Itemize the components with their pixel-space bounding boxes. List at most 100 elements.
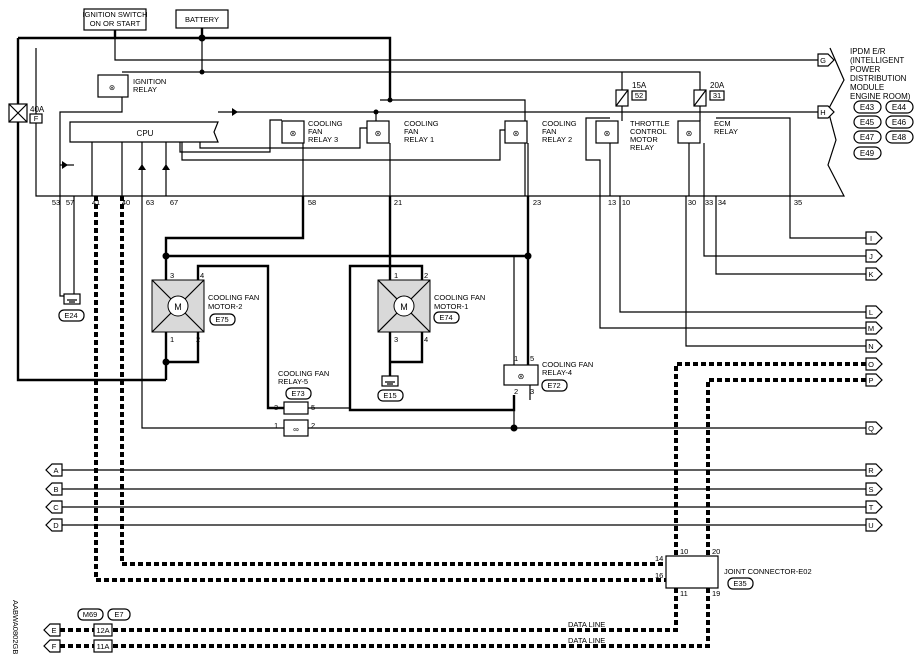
svg-text:L: L: [869, 308, 873, 317]
e15-label: E15: [383, 391, 396, 400]
svg-text:3: 3: [530, 387, 534, 396]
svg-text:16: 16: [655, 571, 663, 580]
svg-text:C: C: [53, 503, 59, 512]
e24-label: E24: [64, 311, 77, 320]
fuse-40a: 40A F: [8, 103, 45, 124]
joint-label: JOINT CONNECTOR-E02: [724, 567, 812, 576]
arrow-p: P: [865, 373, 883, 387]
ipdm-boundary: [35, 47, 845, 197]
svg-text:RELAY 2: RELAY 2: [542, 135, 572, 144]
svg-text:RELAY 1: RELAY 1: [404, 135, 434, 144]
cooling-fan-motor-1: M 1 2 3 4 COOLING FAN MOTOR-1 E74: [377, 271, 485, 344]
arrow-r: R: [865, 463, 883, 477]
svg-text:E35: E35: [733, 579, 746, 588]
ignition-switch-label-1: IGNITION SWITCH: [83, 10, 148, 19]
svg-text:M: M: [868, 324, 874, 333]
svg-text:14: 14: [655, 554, 663, 563]
svg-text:⊛: ⊛: [513, 129, 520, 138]
fuse-20a-id: 31: [713, 91, 721, 100]
svg-text:4: 4: [200, 271, 204, 280]
svg-text:MOTOR: MOTOR: [630, 135, 658, 144]
svg-text:⊛: ⊛: [290, 129, 297, 138]
cpu-block: CPU: [69, 121, 219, 143]
fuse-40a-id: F: [34, 114, 39, 123]
svg-text:1: 1: [394, 271, 398, 280]
svg-text:⊛: ⊛: [604, 129, 611, 138]
svg-text:3: 3: [394, 335, 398, 344]
throttle-control-motor-relay: ⊛ THROTTLE CONTROL MOTOR RELAY: [595, 119, 670, 152]
motor-1-label-2: MOTOR-1: [434, 302, 468, 311]
cpu-label: CPU: [137, 129, 154, 138]
svg-text:21: 21: [394, 198, 402, 207]
svg-text:R: R: [868, 466, 874, 475]
fuse-15a: 15A 52: [615, 81, 647, 107]
motor-1-letter: M: [400, 302, 408, 312]
data-wire-41: [94, 196, 666, 582]
arrow-l: L: [865, 305, 883, 319]
fuse-15a-label: 15A: [632, 81, 647, 90]
svg-text:5: 5: [530, 354, 534, 363]
svg-text:THROTTLE: THROTTLE: [630, 119, 670, 128]
conn-e46: E46: [892, 118, 907, 127]
wire-to-m: [599, 196, 866, 329]
svg-text:E75: E75: [215, 315, 228, 324]
ignition-switch-box: IGNITION SWITCH ON OR START: [83, 8, 148, 31]
svg-text:E7: E7: [114, 610, 123, 619]
conn-e48: E48: [892, 133, 907, 142]
wire-to-n: [685, 196, 866, 347]
svg-text:∞: ∞: [293, 425, 299, 434]
wire-to-k: [715, 196, 866, 275]
data-line-label-1: DATA LINE: [568, 620, 605, 629]
svg-text:A: A: [53, 466, 58, 475]
svg-text:1: 1: [170, 335, 174, 344]
arrow-s: S: [865, 482, 883, 496]
svg-text:FAN: FAN: [404, 127, 419, 136]
svg-text:B: B: [53, 485, 58, 494]
svg-text:2: 2: [311, 421, 315, 430]
svg-text:⊛: ⊛: [518, 372, 525, 381]
wire-to-l: [619, 196, 866, 313]
svg-text:33: 33: [705, 198, 713, 207]
svg-text:23: 23: [533, 198, 541, 207]
wire-to-i: [789, 196, 866, 239]
svg-text:M69: M69: [83, 610, 98, 619]
svg-text:34: 34: [718, 198, 726, 207]
ecm-relay: ⊛ ECM RELAY: [677, 119, 738, 144]
wire-left-ground: [16, 122, 166, 382]
ignition-relay-label-1: IGNITION: [133, 77, 166, 86]
motor-2-label-1: COOLING FAN: [208, 293, 259, 302]
ipdm-label-2: (INTELLIGENT: [850, 56, 904, 65]
svg-text:J: J: [869, 252, 873, 261]
ipdm-connectors: E43 E44 E45 E46 E47 E48 E49: [853, 100, 914, 160]
fuse-15a-id: 52: [635, 91, 643, 100]
battery-label: BATTERY: [185, 15, 219, 24]
cooling-fan-motor-2: M 3 4 1 2 COOLING FAN MOTOR-2 E75: [151, 271, 259, 344]
svg-text:O: O: [868, 360, 874, 369]
svg-text:4: 4: [424, 335, 428, 344]
svg-text:RELAY-5: RELAY-5: [278, 377, 308, 386]
motor-2-letter: M: [174, 302, 182, 312]
data-line-label-2: DATA LINE: [568, 636, 605, 645]
conn-e43: E43: [860, 103, 875, 112]
wire-top-heavy: [18, 36, 392, 100]
motor-2-label-2: MOTOR-2: [208, 302, 242, 311]
ipdm-label-1: IPDM E/R: [850, 47, 886, 56]
svg-text:COOLING: COOLING: [404, 119, 439, 128]
arrow-d: D: [45, 518, 63, 532]
arrow-n: N: [865, 339, 883, 353]
svg-text:1: 1: [274, 421, 278, 430]
svg-text:11A: 11A: [97, 642, 110, 651]
side-code: AABWA0802GB: [11, 600, 20, 654]
svg-text:10: 10: [622, 198, 630, 207]
svg-text:30: 30: [688, 198, 696, 207]
svg-text:RELAY 3: RELAY 3: [308, 135, 338, 144]
cooling-fan-relay-4: ⊛ 1 5 2 3 COOLING FAN RELAY-4 E72: [503, 354, 593, 396]
ground-e15: E15: [377, 375, 404, 402]
svg-text:⊛: ⊛: [375, 129, 382, 138]
svg-text:COOLING: COOLING: [308, 119, 343, 128]
arrow-q: Q: [865, 421, 883, 435]
svg-text:3: 3: [274, 403, 278, 412]
arrow-h: H: [817, 105, 835, 119]
svg-text:3: 3: [170, 271, 174, 280]
